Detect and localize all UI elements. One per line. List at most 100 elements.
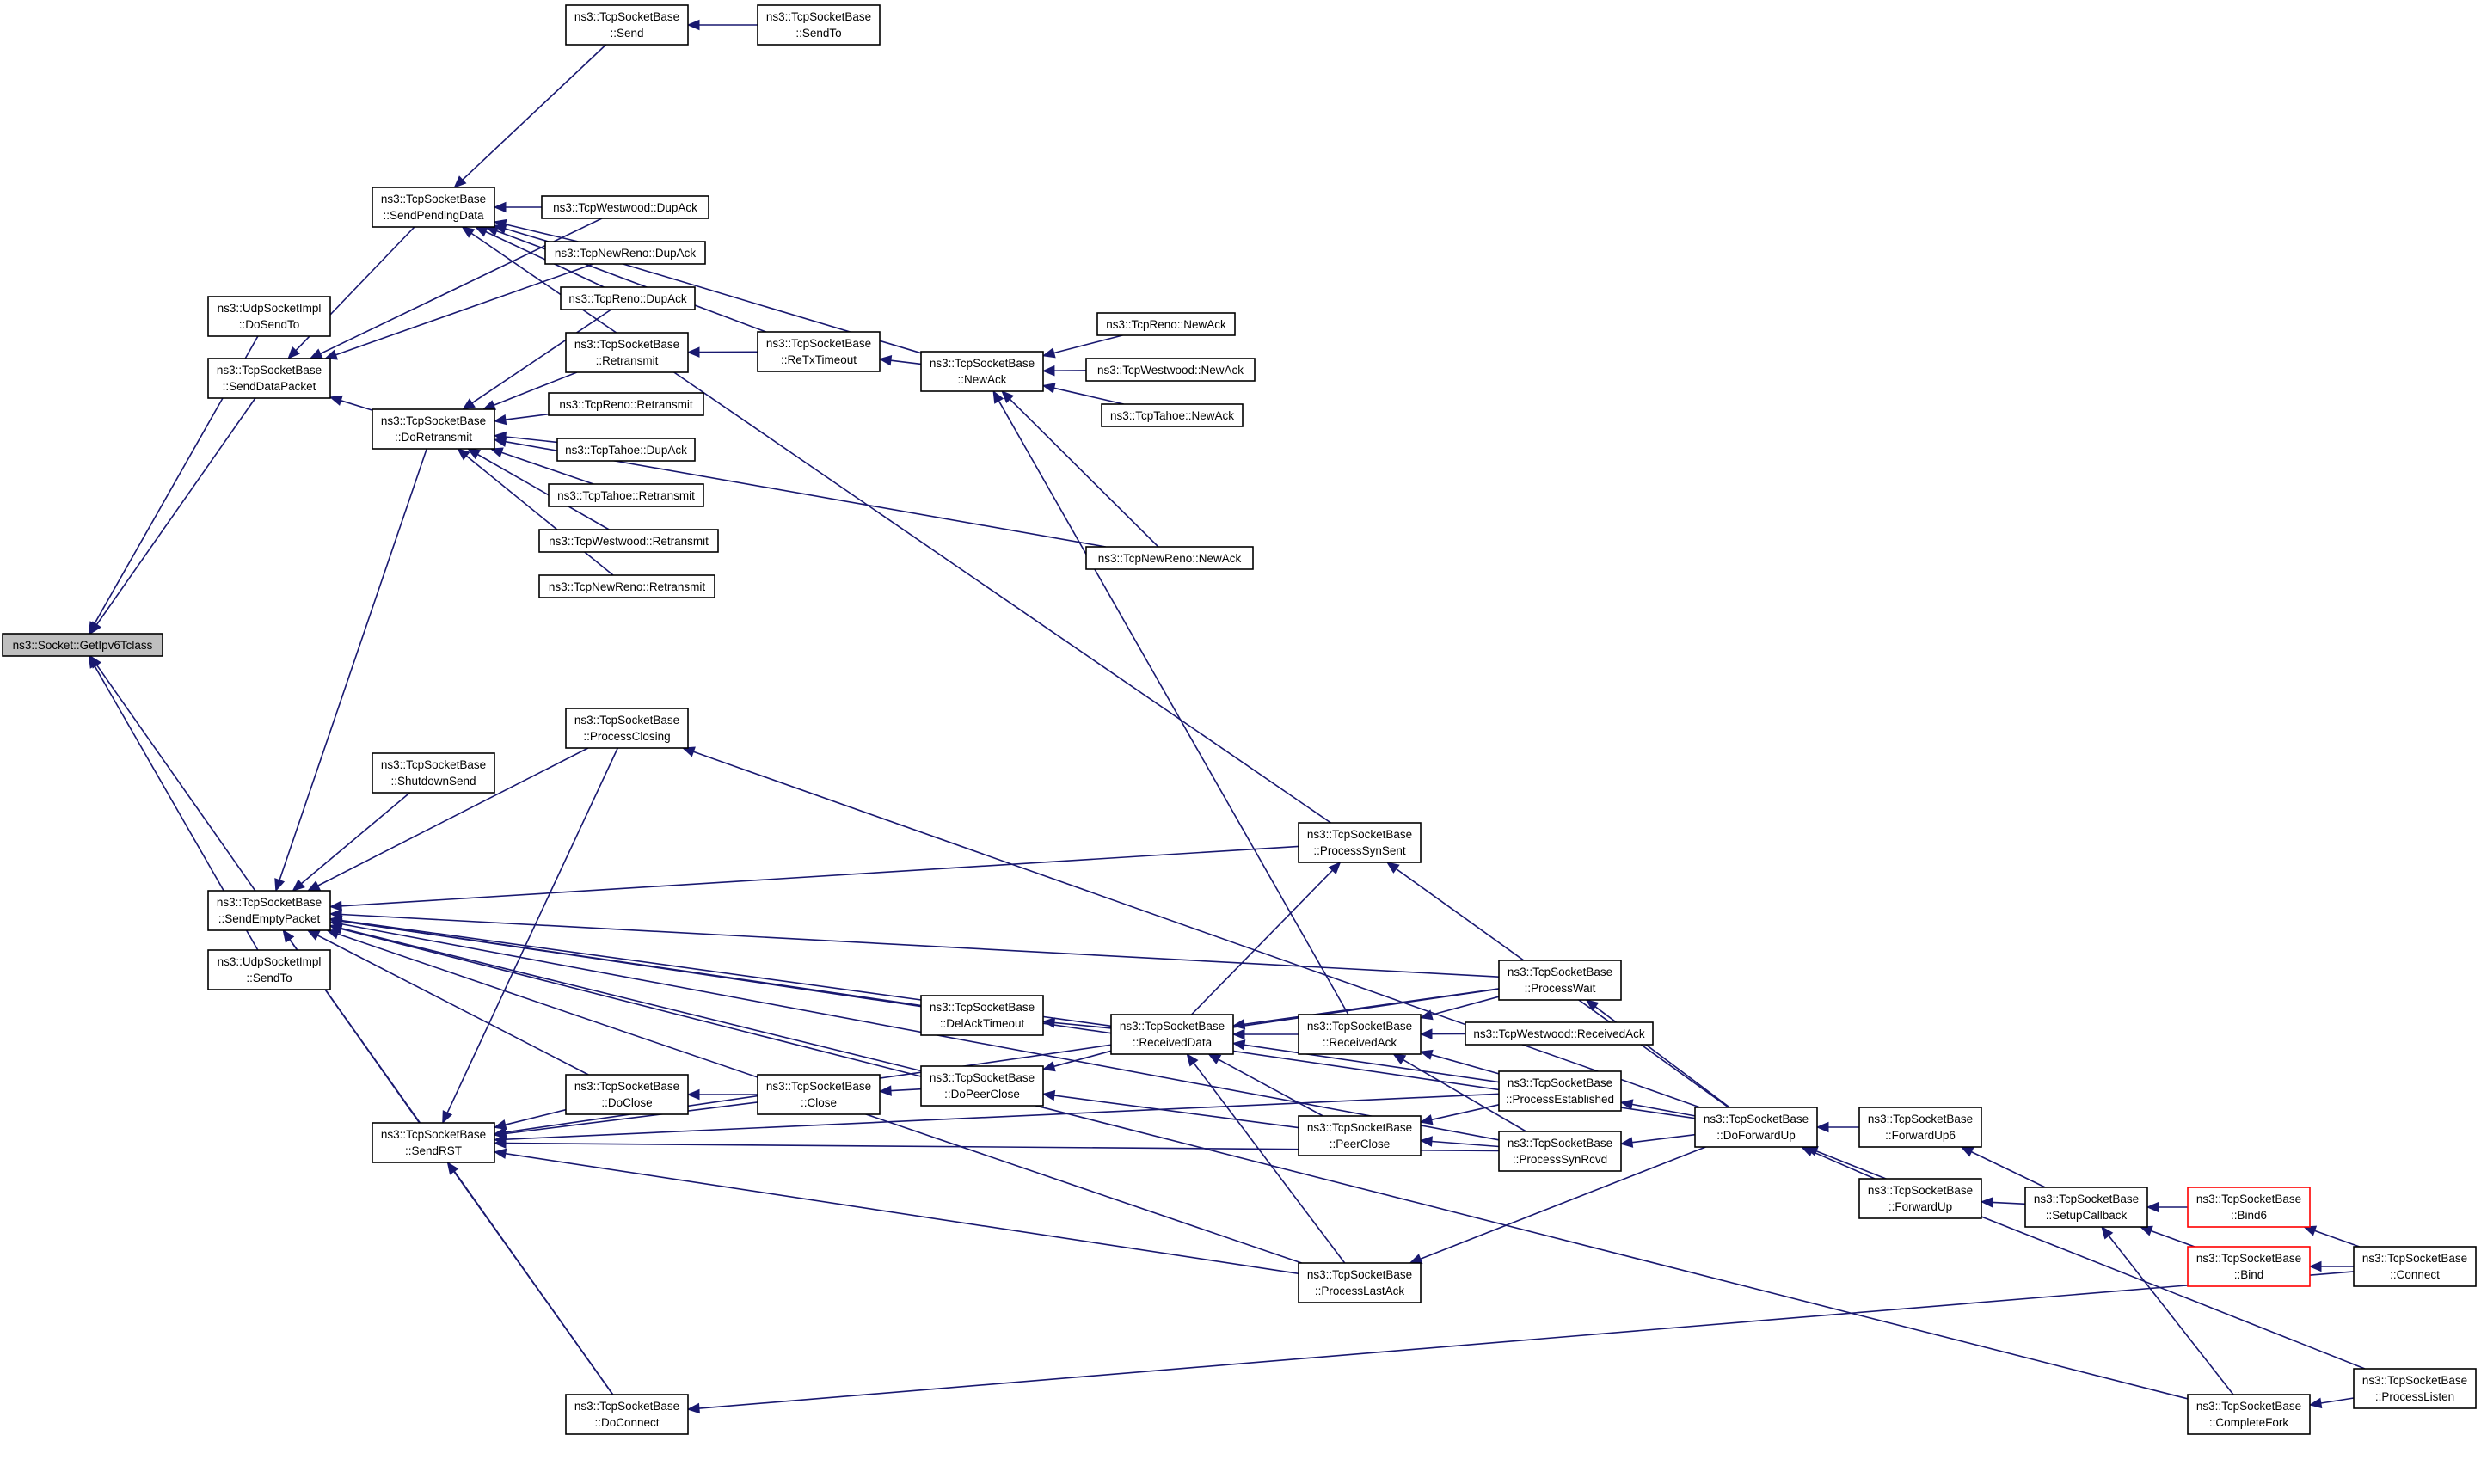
- node-processListen[interactable]: ns3::TcpSocketBase ::ProcessListen: [2353, 1368, 2477, 1409]
- node-processSynRcvd[interactable]: ns3::TcpSocketBase ::ProcessSynRcvd: [1498, 1131, 1622, 1172]
- node-peerClose[interactable]: ns3::TcpSocketBase ::PeerClose: [1298, 1115, 1422, 1156]
- edge-westwoodDupAck-to-sendDataPacket: [320, 218, 603, 355]
- node-forwardUp-line2: ::ForwardUp: [1888, 1200, 1952, 1213]
- node-renoRetransmit[interactable]: ns3::TcpReno::Retransmit: [548, 392, 704, 416]
- node-setupCallback-line1: ns3::TcpSocketBase: [2034, 1193, 2139, 1205]
- node-processWait[interactable]: ns3::TcpSocketBase ::ProcessWait: [1498, 960, 1622, 1001]
- node-tahoeDupAck[interactable]: ns3::TcpTahoe::DupAck: [556, 438, 696, 462]
- node-processSynSent-line1: ns3::TcpSocketBase: [1307, 828, 1412, 841]
- arrowhead-processSynRcvd-to-sendRST: [493, 1138, 507, 1149]
- node-westwoodReceivedAck[interactable]: ns3::TcpWestwood::ReceivedAck: [1465, 1021, 1654, 1046]
- arrowhead-renoDupAck-to-sendPending: [474, 226, 488, 237]
- arrowhead-doForwardUp-to-processLastAck: [1409, 1254, 1423, 1264]
- node-close[interactable]: ns3::TcpSocketBase ::Close: [757, 1074, 881, 1115]
- node-setupCallback[interactable]: ns3::TcpSocketBase ::SetupCallback: [2024, 1187, 2148, 1228]
- node-renoDupAck[interactable]: ns3::TcpReno::DupAck: [560, 286, 696, 310]
- arrowhead-receivedAck-to-newAck: [992, 389, 1004, 404]
- arrowhead-processLastAck-to-sendRST: [493, 1148, 507, 1159]
- node-send[interactable]: ns3::TcpSocketBase ::Send: [565, 4, 689, 46]
- node-sendRST[interactable]: ns3::TcpSocketBase ::SendRST: [372, 1122, 495, 1163]
- node-tahoeNewAck-label: ns3::TcpTahoe::NewAck: [1110, 409, 1234, 422]
- node-doConnect[interactable]: ns3::TcpSocketBase ::DoConnect: [565, 1394, 689, 1435]
- node-westwoodNewAck[interactable]: ns3::TcpWestwood::NewAck: [1085, 358, 1256, 382]
- edge-newrenoRetransmit-to-doRetransmit: [465, 455, 614, 576]
- node-processClosing[interactable]: ns3::TcpSocketBase ::ProcessClosing: [565, 708, 689, 749]
- node-newAck[interactable]: ns3::TcpSocketBase ::NewAck: [920, 351, 1044, 392]
- edge-processSynSent-to-sendPending: [470, 232, 1331, 824]
- node-shutdownSend[interactable]: ns3::TcpSocketBase ::ShutdownSend: [372, 752, 495, 794]
- edge-processEstablished-to-receivedData: [1244, 1044, 1500, 1083]
- node-newrenoRetransmit[interactable]: ns3::TcpNewReno::Retransmit: [538, 574, 715, 598]
- arrowhead-westwoodReceivedAck-to-receivedAck: [1419, 1028, 1433, 1039]
- node-newrenoNewAck[interactable]: ns3::TcpNewReno::NewAck: [1085, 546, 1254, 570]
- node-receivedAck-line1: ns3::TcpSocketBase: [1307, 1020, 1412, 1033]
- node-connect[interactable]: ns3::TcpSocketBase ::Connect: [2353, 1246, 2477, 1287]
- edge-processSynSent-to-sendEmptyPacket: [341, 845, 1299, 907]
- edge-send-to-sendPending: [462, 44, 607, 181]
- node-delAckTimeout[interactable]: ns3::TcpSocketBase ::DelAckTimeout: [920, 995, 1044, 1036]
- arrowhead-sendto-to-send: [686, 19, 700, 31]
- node-newrenoDupAck[interactable]: ns3::TcpNewReno::DupAck: [544, 241, 706, 265]
- edge-processSynRcvd-to-sendEmptyPacket: [341, 923, 1500, 1141]
- node-westwoodReceivedAck-label: ns3::TcpWestwood::ReceivedAck: [1473, 1027, 1645, 1040]
- node-retransmit[interactable]: ns3::TcpSocketBase ::Retransmit: [565, 332, 689, 373]
- edge-doForwardUp-to-processEstablished: [1631, 1103, 1696, 1117]
- arrowhead-reTxTimeout-to-retransmit: [686, 346, 700, 358]
- arrowhead-newrenoDupAck-to-sendDataPacket: [323, 349, 339, 360]
- node-newAck-line1: ns3::TcpSocketBase: [930, 357, 1035, 370]
- node-processWait-line2: ::ProcessWait: [1525, 982, 1596, 995]
- edge-processEstablished-to-peerClose: [1431, 1104, 1500, 1121]
- edge-sendDataPacket-to-root: [95, 397, 256, 625]
- node-doForwardUp[interactable]: ns3::TcpSocketBase ::DoForwardUp: [1694, 1107, 1818, 1148]
- edge-tahoeDupAck-to-doRetransmit: [505, 436, 558, 444]
- arrowhead-processClosing-to-sendEmptyPacket: [306, 880, 321, 892]
- node-tahoeRetransmit[interactable]: ns3::TcpTahoe::Retransmit: [548, 483, 704, 507]
- node-bind[interactable]: ns3::TcpSocketBase ::Bind: [2187, 1246, 2311, 1287]
- node-completeFork[interactable]: ns3::TcpSocketBase ::CompleteFork: [2187, 1394, 2311, 1435]
- node-renoNewAck[interactable]: ns3::TcpReno::NewAck: [1096, 312, 1236, 336]
- node-westwoodRetransmit[interactable]: ns3::TcpWestwood::Retransmit: [538, 529, 719, 553]
- node-reTxTimeout[interactable]: ns3::TcpSocketBase ::ReTxTimeout: [757, 331, 881, 372]
- node-root[interactable]: ns3::Socket::GetIpv6Tclass: [2, 633, 163, 657]
- arrowhead-westwoodRetransmit-to-doRetransmit: [467, 448, 482, 460]
- edge-processEstablished-to-sendRST: [505, 1093, 1500, 1140]
- node-shutdownSend-line1: ns3::TcpSocketBase: [381, 758, 486, 771]
- arrowhead-processSynSent-to-sendPending: [461, 226, 476, 238]
- arrowhead-doConnect-to-sendRST: [446, 1161, 459, 1175]
- node-doForwardUp-line2: ::DoForwardUp: [1716, 1129, 1796, 1142]
- node-doClose-line2: ::DoClose: [601, 1096, 652, 1109]
- edge-renoDupAck-to-doRetransmit: [471, 309, 612, 404]
- node-processListen-line2: ::ProcessListen: [2375, 1390, 2454, 1403]
- node-sendto[interactable]: ns3::TcpSocketBase ::SendTo: [757, 4, 881, 46]
- node-forwardUp6[interactable]: ns3::TcpSocketBase ::ForwardUp6: [1858, 1107, 1982, 1148]
- node-bind6[interactable]: ns3::TcpSocketBase ::Bind6: [2187, 1187, 2311, 1228]
- node-sendEmptyPacket[interactable]: ns3::TcpSocketBase ::SendEmptyPacket: [207, 890, 331, 931]
- node-processLastAck[interactable]: ns3::TcpSocketBase ::ProcessLastAck: [1298, 1262, 1422, 1303]
- node-sendDataPacket[interactable]: ns3::TcpSocketBase ::SendDataPacket: [207, 358, 331, 399]
- node-sendEmptyPacket-line1: ns3::TcpSocketBase: [217, 896, 322, 909]
- node-sendPending[interactable]: ns3::TcpSocketBase ::SendPendingData: [372, 187, 495, 228]
- node-westwoodDupAck[interactable]: ns3::TcpWestwood::DupAck: [541, 195, 709, 219]
- arrowhead-doClose-to-sendEmptyPacket: [306, 929, 321, 941]
- node-processSynSent[interactable]: ns3::TcpSocketBase ::ProcessSynSent: [1298, 822, 1422, 863]
- node-peerClose-line1: ns3::TcpSocketBase: [1307, 1121, 1412, 1134]
- node-tahoeNewAck[interactable]: ns3::TcpTahoe::NewAck: [1101, 403, 1244, 427]
- node-sendDataPacket-line2: ::SendDataPacket: [223, 380, 316, 393]
- arrowhead-newAck-to-reTxTimeout: [878, 355, 893, 366]
- node-renoDupAck-label: ns3::TcpReno::DupAck: [568, 292, 687, 305]
- node-processEstablished[interactable]: ns3::TcpSocketBase ::ProcessEstablished: [1498, 1070, 1622, 1112]
- node-udpDoSendTo[interactable]: ns3::UdpSocketImpl ::DoSendTo: [207, 296, 331, 337]
- node-doPeerClose[interactable]: ns3::TcpSocketBase ::DoPeerClose: [920, 1065, 1044, 1107]
- arrowhead-receivedData-to-delAckTimeout: [1041, 1017, 1056, 1028]
- node-forwardUp[interactable]: ns3::TcpSocketBase ::ForwardUp: [1858, 1178, 1982, 1219]
- node-receivedData[interactable]: ns3::TcpSocketBase ::ReceivedData: [1110, 1014, 1234, 1055]
- edge-processClosing-to-sendEmptyPacket: [317, 747, 589, 886]
- node-udpSendTo[interactable]: ns3::UdpSocketImpl ::SendTo: [207, 949, 331, 990]
- edge-doClose-to-sendRST: [505, 1108, 567, 1125]
- node-doRetransmit[interactable]: ns3::TcpSocketBase ::DoRetransmit: [372, 408, 495, 450]
- arrowhead-processEstablished-to-peerClose: [1419, 1114, 1434, 1125]
- node-receivedAck[interactable]: ns3::TcpSocketBase ::ReceivedAck: [1298, 1014, 1422, 1055]
- node-doClose[interactable]: ns3::TcpSocketBase ::DoClose: [565, 1074, 689, 1115]
- arrowhead-renoDupAck-to-doRetransmit: [462, 398, 476, 410]
